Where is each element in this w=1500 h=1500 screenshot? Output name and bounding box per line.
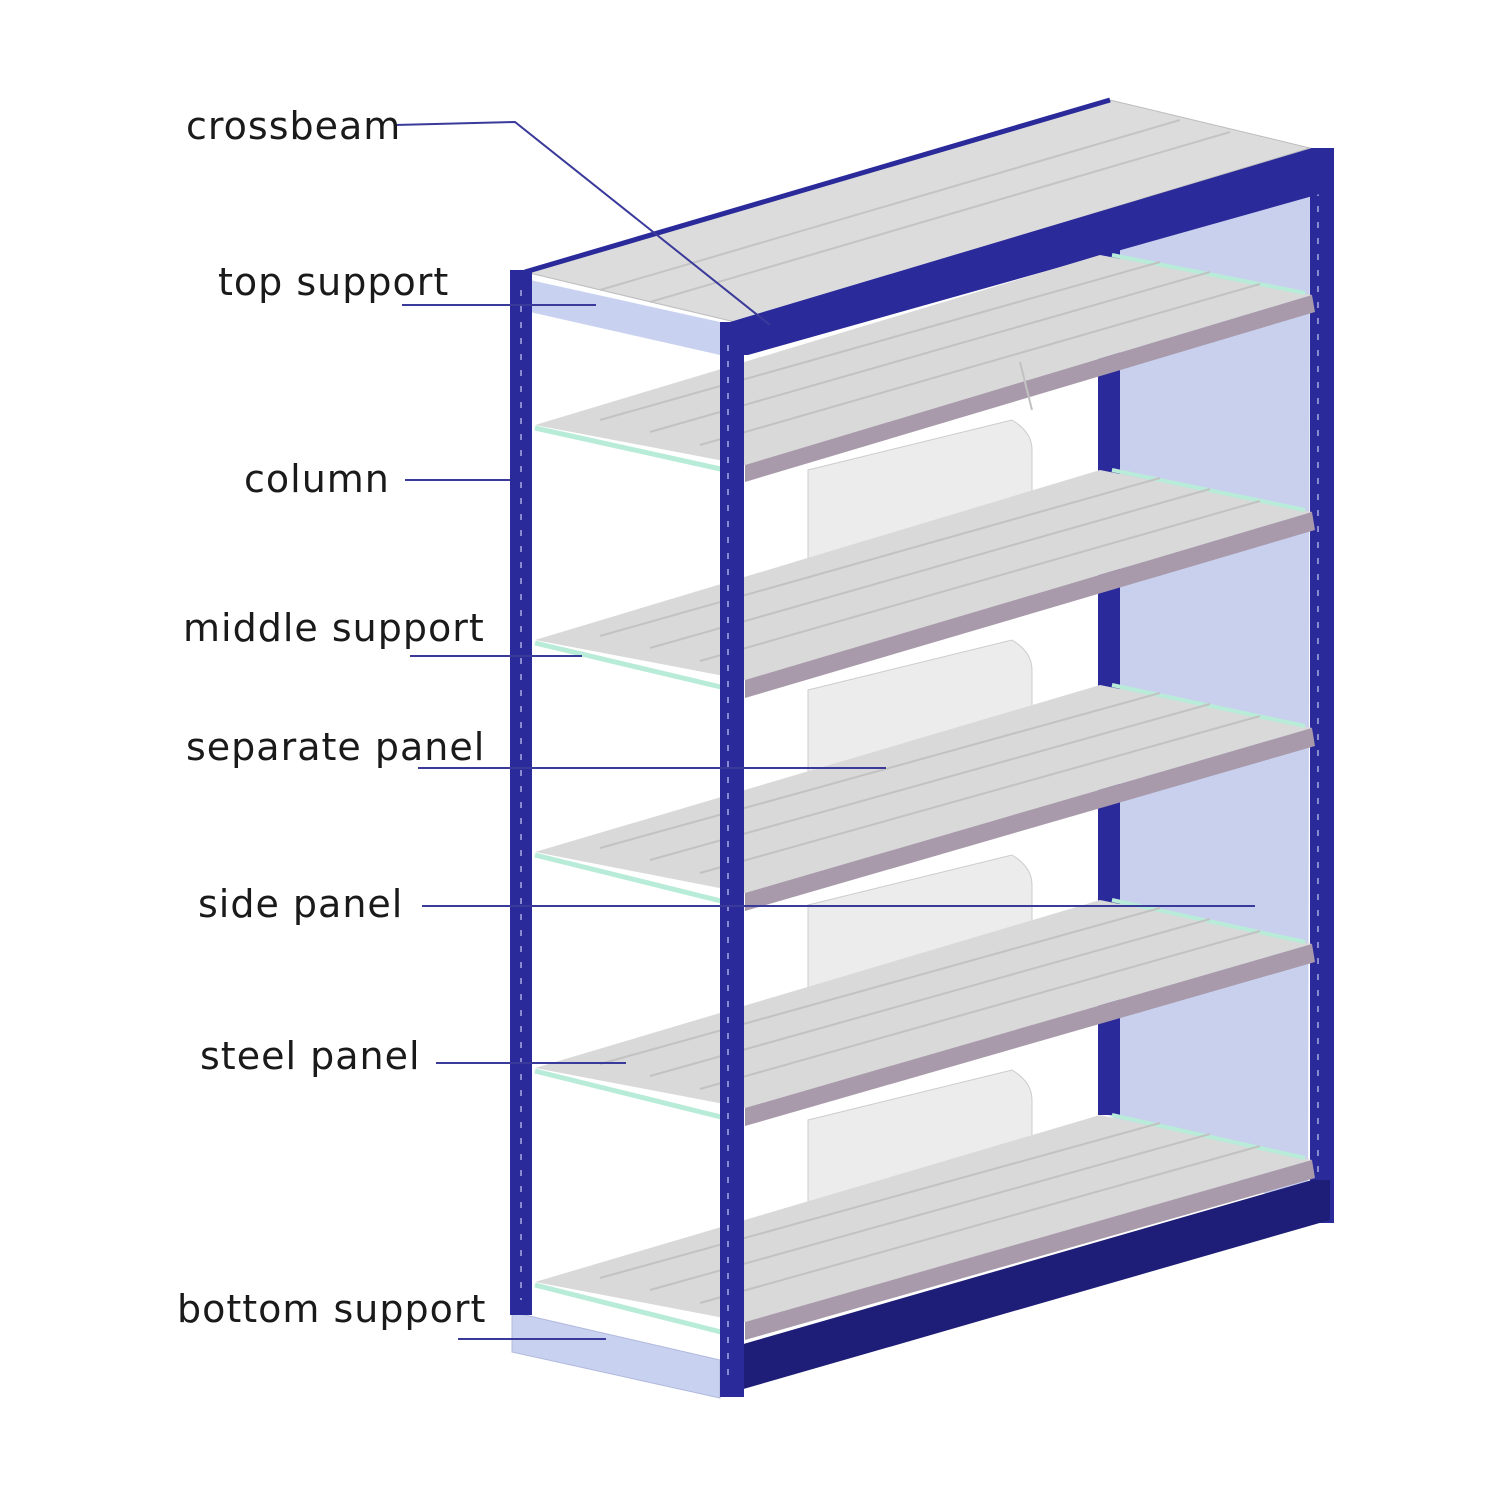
label-column: column bbox=[244, 457, 390, 501]
label-separate-panel: separate panel bbox=[186, 725, 486, 769]
back-left-column bbox=[510, 270, 532, 1315]
label-steel-panel: steel panel bbox=[200, 1034, 421, 1078]
crossbeam-shape bbox=[730, 148, 1334, 355]
front-right-column bbox=[1310, 148, 1334, 1223]
front-left-column bbox=[720, 322, 744, 1397]
label-side-panel: side panel bbox=[198, 882, 404, 926]
leader-crossbeam bbox=[394, 120, 771, 326]
label-middle-support: middle support bbox=[183, 606, 485, 650]
bottom-beam bbox=[740, 1180, 1330, 1390]
label-bottom-support: bottom support bbox=[177, 1287, 487, 1331]
leader-lines bbox=[394, 120, 1255, 1340]
back-right-column bbox=[1098, 240, 1120, 1115]
label-top-support: top support bbox=[218, 260, 450, 304]
top-support-shape bbox=[530, 280, 720, 355]
label-crossbeam: crossbeam bbox=[186, 104, 402, 148]
